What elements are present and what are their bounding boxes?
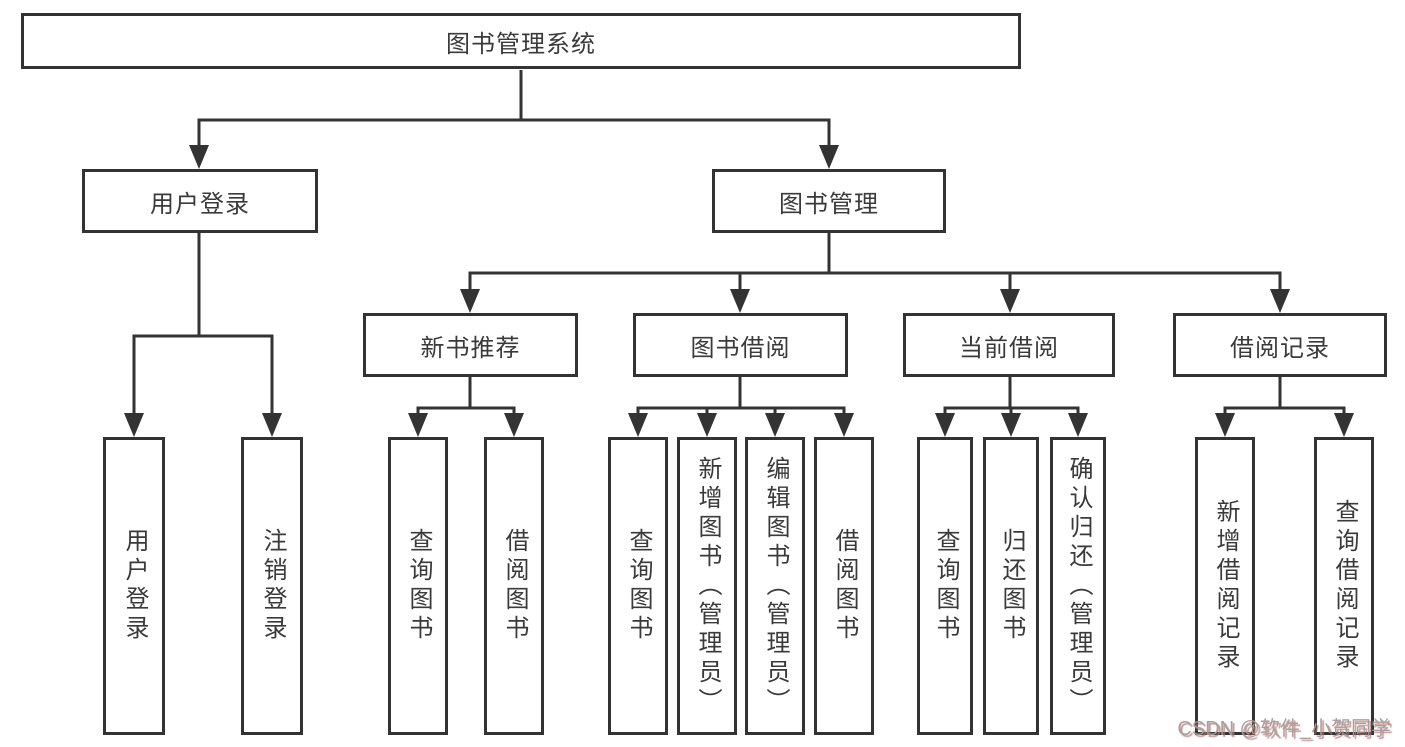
leaf-logout-label: 注销登录 xyxy=(259,528,286,644)
node-current-borrow-label: 当前借阅 xyxy=(959,334,1059,362)
leaf-bb-edit-books-admin: 编辑图书（管理员） xyxy=(745,437,805,735)
node-book-management: 图书管理 xyxy=(712,169,946,233)
leaf-br-add-record: 新增借阅记录 xyxy=(1195,437,1255,735)
leaf-nbr-borrow-books: 借阅图书 xyxy=(484,437,544,735)
leaf-cb-query-books-label: 查询图书 xyxy=(932,528,959,644)
node-borrow-records-label: 借阅记录 xyxy=(1230,334,1330,362)
node-new-book-recommend-label: 新书推荐 xyxy=(420,334,521,362)
node-user-login-label: 用户登录 xyxy=(150,190,250,218)
leaf-cb-return-books-label: 归还图书 xyxy=(998,528,1025,644)
node-root-label: 图书管理系统 xyxy=(446,30,596,58)
leaf-br-query-record: 查询借阅记录 xyxy=(1314,437,1374,735)
leaf-cb-return-books: 归还图书 xyxy=(983,437,1039,735)
leaf-logout: 注销登录 xyxy=(241,437,303,735)
leaf-cb-confirm-return-admin-label: 确认归还（管理员） xyxy=(1065,455,1092,717)
leaf-user-login: 用户登录 xyxy=(103,437,165,735)
leaf-bb-query-books-label: 查询图书 xyxy=(625,528,652,644)
leaf-bb-add-books-admin: 新增图书（管理员） xyxy=(677,437,737,735)
leaf-bb-edit-books-admin-label: 编辑图书（管理员） xyxy=(762,455,789,717)
leaf-nbr-borrow-books-label: 借阅图书 xyxy=(501,528,528,644)
node-new-book-recommend: 新书推荐 xyxy=(363,313,578,377)
leaf-br-add-record-label: 新增借阅记录 xyxy=(1212,499,1239,673)
node-book-borrow-label: 图书借阅 xyxy=(690,334,791,362)
leaf-bb-borrow-books: 借阅图书 xyxy=(814,437,874,735)
leaf-nbr-query-books-label: 查询图书 xyxy=(405,528,432,644)
csdn-watermark: CSDN @软件_小贺同学 xyxy=(1177,718,1391,740)
node-book-borrow: 图书借阅 xyxy=(633,313,848,377)
node-user-login: 用户登录 xyxy=(82,169,318,233)
leaf-nbr-query-books: 查询图书 xyxy=(388,437,448,735)
node-current-borrow: 当前借阅 xyxy=(903,313,1115,377)
leaf-bb-query-books: 查询图书 xyxy=(608,437,668,735)
leaf-bb-add-books-admin-label: 新增图书（管理员） xyxy=(694,455,721,717)
leaf-br-query-record-label: 查询借阅记录 xyxy=(1331,499,1358,673)
leaf-bb-borrow-books-label: 借阅图书 xyxy=(831,528,858,644)
node-borrow-records: 借阅记录 xyxy=(1173,313,1387,377)
leaf-user-login-label: 用户登录 xyxy=(121,528,148,644)
leaf-cb-query-books: 查询图书 xyxy=(917,437,973,735)
node-root: 图书管理系统 xyxy=(21,13,1021,69)
node-book-management-label: 图书管理 xyxy=(779,190,879,218)
leaf-cb-confirm-return-admin: 确认归还（管理员） xyxy=(1050,437,1106,735)
